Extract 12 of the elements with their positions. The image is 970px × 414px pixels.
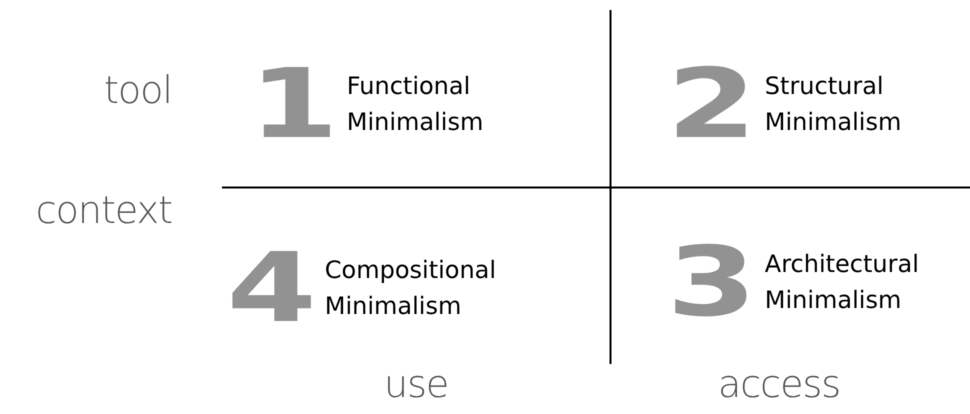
quadrant-title: Structural Minimalism: [764, 71, 902, 138]
axis-label: use: [384, 362, 448, 406]
quadrant-title: Architectural Minimalism: [764, 249, 920, 316]
axis-label: access: [718, 362, 840, 406]
quadrant-number: 3: [666, 234, 757, 330]
axis-label: tool: [104, 68, 172, 112]
quadrant-number: 2: [666, 56, 757, 152]
axis-label: context: [36, 188, 172, 232]
quadrant-title: Functional Minimalism: [346, 71, 484, 138]
quadrant-title: Compositional Minimalism: [324, 255, 498, 322]
quadrant-number: 1: [248, 56, 339, 152]
quadrant-number: 4: [226, 240, 317, 336]
